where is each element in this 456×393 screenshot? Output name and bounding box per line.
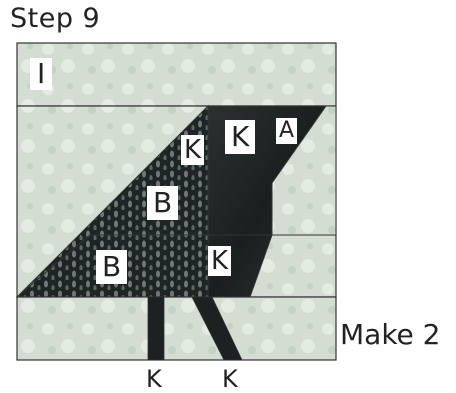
label-k-mid: K	[208, 246, 232, 276]
leg-right	[191, 296, 243, 361]
label-b-lower: B	[96, 250, 128, 284]
piece-a	[271, 105, 337, 236]
bottom-strip	[16, 296, 337, 361]
label-k-bottom-right: K	[222, 365, 238, 393]
make-note: Make 2	[340, 318, 441, 351]
label-k-bottom-left: K	[146, 365, 162, 393]
label-k-top: K	[225, 120, 256, 154]
label-b-upper: B	[147, 186, 179, 220]
piece-i	[16, 42, 337, 107]
label-a: A	[276, 118, 298, 144]
step-title: Step 9	[10, 3, 101, 34]
label-k-left: K	[181, 135, 205, 165]
leg-left	[147, 296, 165, 361]
label-i: I	[30, 58, 53, 90]
